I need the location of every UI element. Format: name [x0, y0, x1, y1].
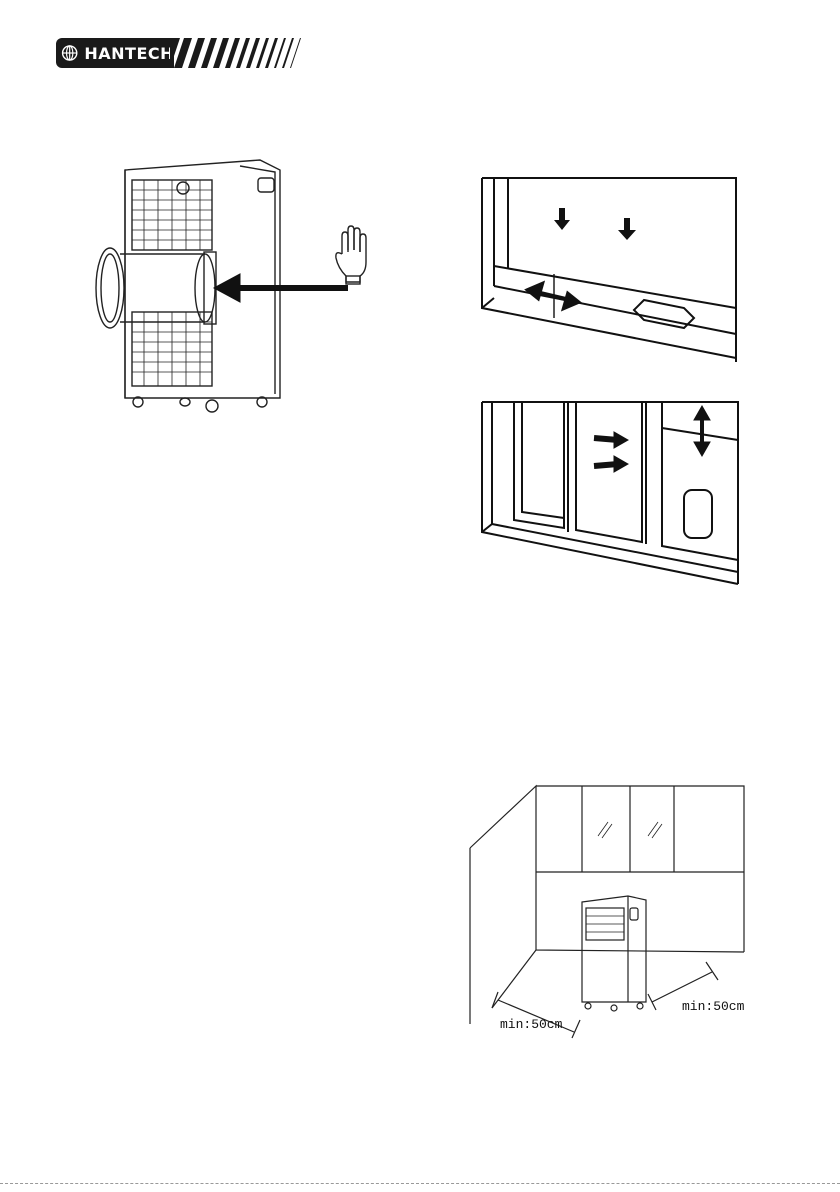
- hand-icon: [336, 226, 366, 284]
- left-clearance-label: min:50cm: [500, 1017, 563, 1032]
- brand-logo: HANTECH: [56, 38, 174, 68]
- right-clearance-label: min:50cm: [682, 999, 745, 1014]
- brand-stripes-decoration: [170, 38, 320, 68]
- page-footer-divider: [0, 1183, 840, 1184]
- globe-icon: [61, 42, 78, 64]
- room-placement-clearance-illustration: min:50cm min:50cm: [462, 776, 762, 1048]
- hose-installation-illustration: [80, 150, 390, 420]
- brand-name: HANTECH: [84, 44, 174, 63]
- vertical-sliding-window-illustration: [476, 168, 746, 368]
- horizontal-sliding-window-illustration: [476, 394, 746, 590]
